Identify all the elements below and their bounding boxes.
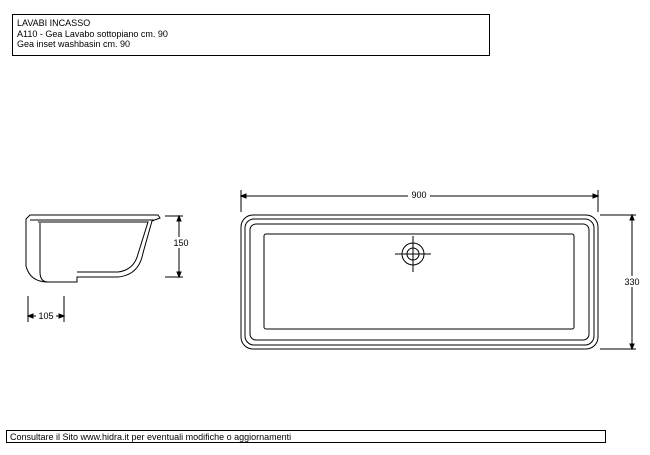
top-view bbox=[240, 214, 599, 350]
top-view-bowl bbox=[263, 233, 575, 330]
model-name-english: Gea inset washbasin cm. 90 bbox=[17, 39, 131, 49]
side-view-drain-pipe bbox=[39, 223, 49, 283]
footer-note-box: Consultare il Sito www.hidra.it per even… bbox=[6, 430, 606, 443]
side-view-basin-outer bbox=[25, 214, 161, 283]
width-dimension-label: 900 bbox=[411, 190, 426, 200]
drain-offset-dimension-label: 105 bbox=[38, 311, 53, 321]
footer-note: Consultare il Sito www.hidra.it per even… bbox=[10, 432, 292, 442]
top-view-rim-inner bbox=[249, 223, 590, 341]
top-view-rim-middle bbox=[244, 218, 595, 346]
title-block: LAVABI INCASSO A110 - Gea Lavabo sottopi… bbox=[12, 14, 490, 56]
side-view bbox=[25, 214, 161, 283]
top-view-rim-outer bbox=[240, 214, 599, 350]
side-view-basin-inner bbox=[38, 221, 149, 273]
height-dimension-label: 150 bbox=[173, 238, 188, 248]
model-name-italian: A110 - Gea Lavabo sottopiano cm. 90 bbox=[17, 28, 168, 39]
category-label: LAVABI INCASSO bbox=[17, 18, 91, 28]
depth-dimension-label: 330 bbox=[624, 277, 639, 287]
